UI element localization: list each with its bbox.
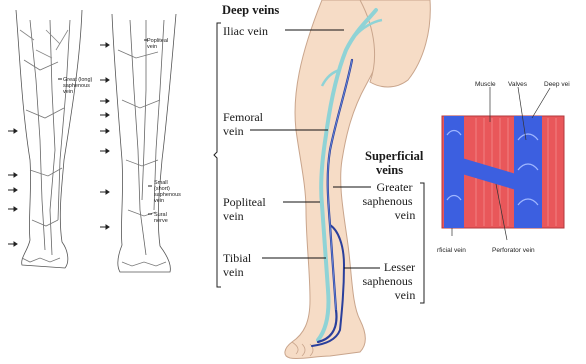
label-small-saphenous-vein: Small (short) saphenous vein [154,180,182,204]
label-perforator-vein: Perforator vein [492,247,535,254]
label-valves: Valves [508,81,528,88]
label-lesser-saphenous-vein: Lesser saphenous vein [363,260,419,302]
label-deep-vein: Deep vei [544,81,570,88]
deep-veins-bracket [214,23,221,287]
label-popliteal-vein: Popliteal vein [223,195,269,223]
main-panel: Deep veins Iliac vein Femoral vein Popli… [214,0,430,359]
inset-deep-vein [514,116,542,228]
label-sural-nerve: Sural nerve [154,212,168,224]
label-greater-saphenous-vein: Greater saphenous vein [363,180,416,222]
label-tibial-vein: Tibial vein [223,251,254,279]
label-femoral-vein: Femoral vein [223,110,266,138]
front-leg-drawing [16,10,82,268]
label-popliteal-vein-left: Popliteal vein [147,38,170,50]
label-superficial-vein: rficial vein [437,247,466,254]
inset-superficial-vein [444,116,464,228]
heading-deep-veins: Deep veins [222,3,279,17]
label-muscle: Muscle [475,81,496,88]
label-iliac-vein: Iliac vein [223,24,268,38]
heading-superficial-veins: Superficial veins [365,149,426,177]
label-great-saphenous-vein: Great (long) saphenous vein [63,77,94,95]
superficial-veins-bracket [420,183,424,303]
back-leg-drawing [112,14,176,272]
left-panel: Great (long) saphenous vein Popliteal ve… [8,10,182,272]
inset-panel: Muscle Valves Deep vei rficial vein Perf… [437,81,570,254]
